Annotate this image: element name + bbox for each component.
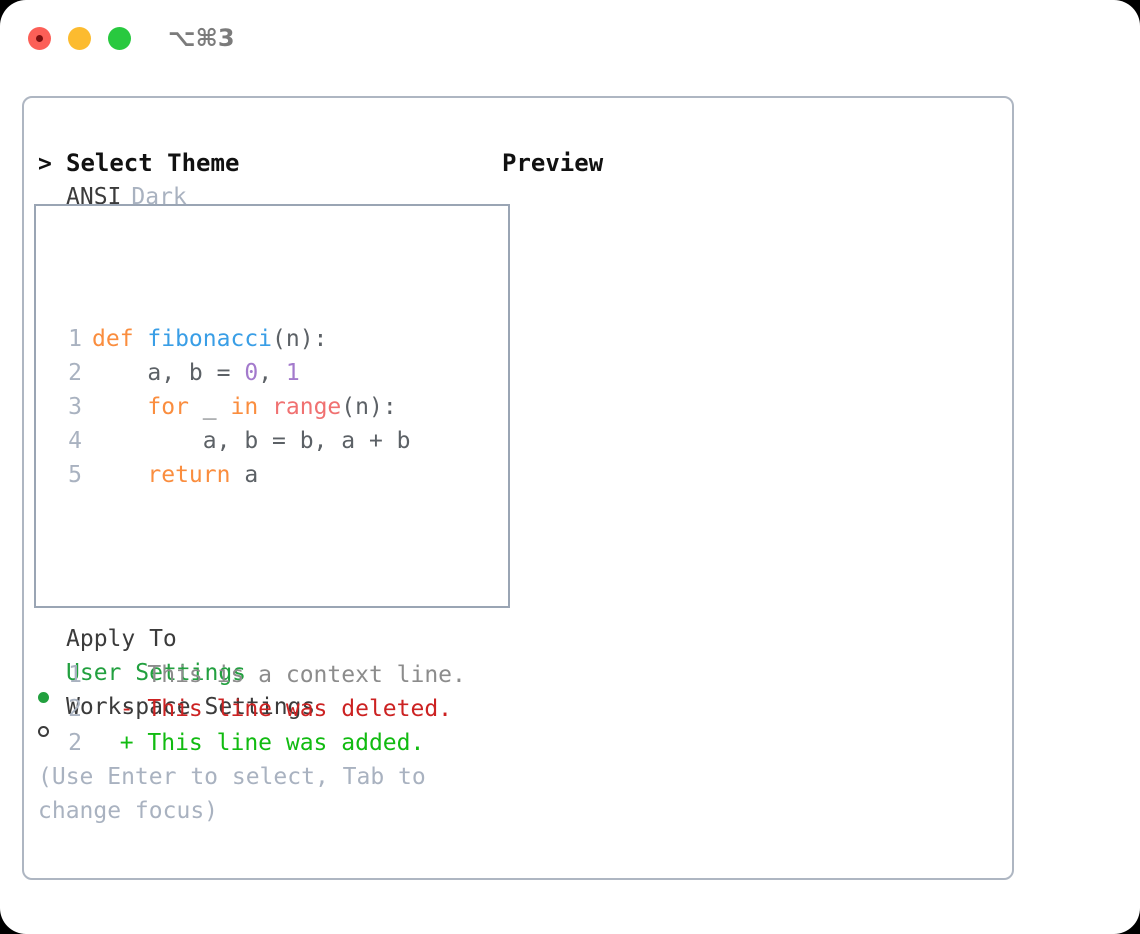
- code-line: 1 def fibonacci(n):: [48, 322, 466, 356]
- diff-line-number: 2: [68, 730, 82, 756]
- diff-line-number: 1: [68, 662, 82, 688]
- code-token-plain: a, b =: [92, 360, 245, 386]
- code-token-plain: [258, 394, 272, 420]
- code-token-builtin: range: [272, 394, 342, 420]
- apply-to-heading-label: Apply To: [66, 626, 177, 652]
- code-token-keyword: in: [230, 394, 259, 420]
- bullet-shape: [38, 726, 49, 737]
- code-token-keyword: for: [147, 394, 189, 420]
- code-diff-gap: [48, 560, 466, 590]
- code-token-plain: _: [188, 394, 231, 420]
- close-window-button[interactable]: [28, 27, 51, 50]
- diff-line-deleted: 2 - This line was deleted.: [48, 692, 466, 726]
- select-theme-heading-row: > Select Theme: [38, 146, 488, 180]
- apply-to-item-workspace-settings[interactable]: Workspace Settings: [38, 690, 488, 737]
- code-token-plain: a, b = b, a + b: [92, 428, 411, 454]
- apply-to-item-name: Workspace Settings: [66, 694, 316, 720]
- code-token-plain: (n):: [341, 394, 397, 420]
- code-line-number: 3: [68, 394, 82, 420]
- page-title: Select Theme: [66, 149, 240, 177]
- code-line: 3 for _ in range(n):: [48, 390, 466, 424]
- diff-line-context: 1 This is a context line.: [48, 658, 466, 692]
- code-token-plain: ,: [258, 360, 286, 386]
- diff-text: This is a context line.: [147, 662, 466, 688]
- code-token-plain: (n):: [272, 326, 328, 352]
- code-line-number: 1: [68, 326, 82, 352]
- diff-text: This line was deleted.: [147, 696, 453, 722]
- theme-picker-panel: > Select Theme ANSIDarkAtom OneDarkAyuDa…: [22, 96, 1014, 880]
- code-token-keyword: def: [92, 326, 148, 352]
- code-line-number: 2: [68, 360, 82, 386]
- keyboard-hint: (Use Enter to select, Tab to change focu…: [38, 764, 426, 824]
- code-line: 5 return a: [48, 458, 466, 492]
- diff-text: This line was added.: [147, 730, 425, 756]
- code-token-plain: a: [230, 462, 259, 488]
- code-token-plain: [92, 462, 147, 488]
- diff-block: 1 This is a context line.2 - This line w…: [48, 658, 466, 760]
- code-line: 2 a, b = 0, 1: [48, 356, 466, 390]
- diff-sign: [92, 662, 147, 688]
- code-token-number: 1: [285, 360, 300, 386]
- apply-to-heading-row: Apply To: [38, 622, 488, 656]
- apply-to-item-name: User Settings: [66, 660, 247, 686]
- window-title: ⌥⌘3: [168, 24, 235, 52]
- maximize-window-button[interactable]: [108, 27, 131, 50]
- bullet-shape: [38, 692, 49, 703]
- title-bar: ⌥⌘3: [0, 0, 1140, 78]
- code-line-number: 5: [68, 462, 82, 488]
- diff-line-added: 2 + This line was added.: [48, 726, 466, 760]
- diff-sign: -: [92, 696, 148, 722]
- code-token-plain: [92, 394, 147, 420]
- diff-sign: +: [92, 730, 148, 756]
- code-token-number: 0: [244, 360, 259, 386]
- preview-heading: Preview: [502, 149, 604, 177]
- code-line-number: 4: [68, 428, 82, 454]
- chevron-right-icon: >: [38, 151, 52, 177]
- right-column: Preview: [502, 146, 1002, 180]
- apply-to-item-user-settings[interactable]: User Settings: [38, 656, 488, 703]
- diff-line-number: 2: [68, 696, 82, 722]
- code-line: 4 a, b = b, a + b: [48, 424, 466, 458]
- code-token-function: fibonacci: [147, 326, 273, 352]
- code-token-keyword: return: [147, 462, 231, 488]
- minimize-window-button[interactable]: [68, 27, 91, 50]
